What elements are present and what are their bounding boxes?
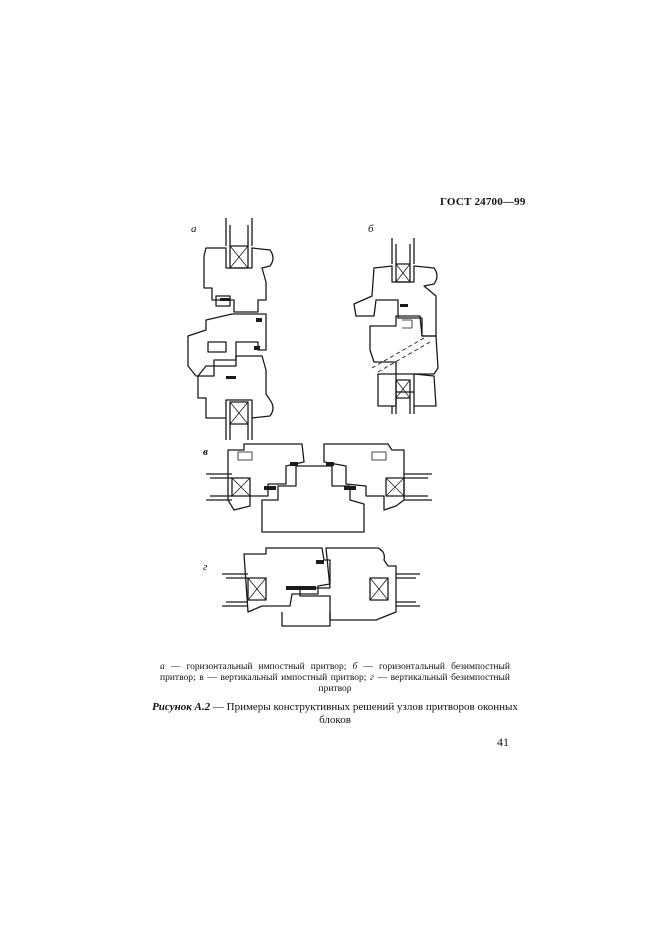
figure-title-text: — Примеры конструктивных решений узлов п… (210, 701, 518, 726)
panel-label-g: г (203, 561, 208, 573)
caption-key-a: а (160, 662, 165, 672)
caption-key-g: г (370, 673, 374, 683)
drawing-v (206, 443, 432, 533)
figure-title: Рисунок А.2 — Примеры конструктивных реш… (150, 701, 520, 727)
drawing-g (222, 547, 420, 627)
caption-text-g: — вертикальный безимпостный притвор (318, 673, 511, 694)
drawing-a (187, 218, 274, 440)
drawing-b (353, 238, 439, 414)
caption-text-b: — горизонтальный безимпостный притвор; в… (160, 662, 510, 683)
panel-label-a: а (191, 223, 197, 235)
page-number: 41 (497, 735, 509, 749)
figure-label: Рисунок А.2 (152, 701, 211, 713)
figure-caption-legend: а — горизонтальный импостный притвор; б … (160, 662, 510, 695)
caption-text-a: — горизонтальный импостный притвор; (164, 662, 353, 672)
standard-header: ГОСТ 24700—99 (440, 196, 526, 208)
panel-label-v: в (203, 446, 208, 458)
caption-key-b: б (352, 662, 358, 672)
panel-label-b: б (368, 223, 374, 235)
